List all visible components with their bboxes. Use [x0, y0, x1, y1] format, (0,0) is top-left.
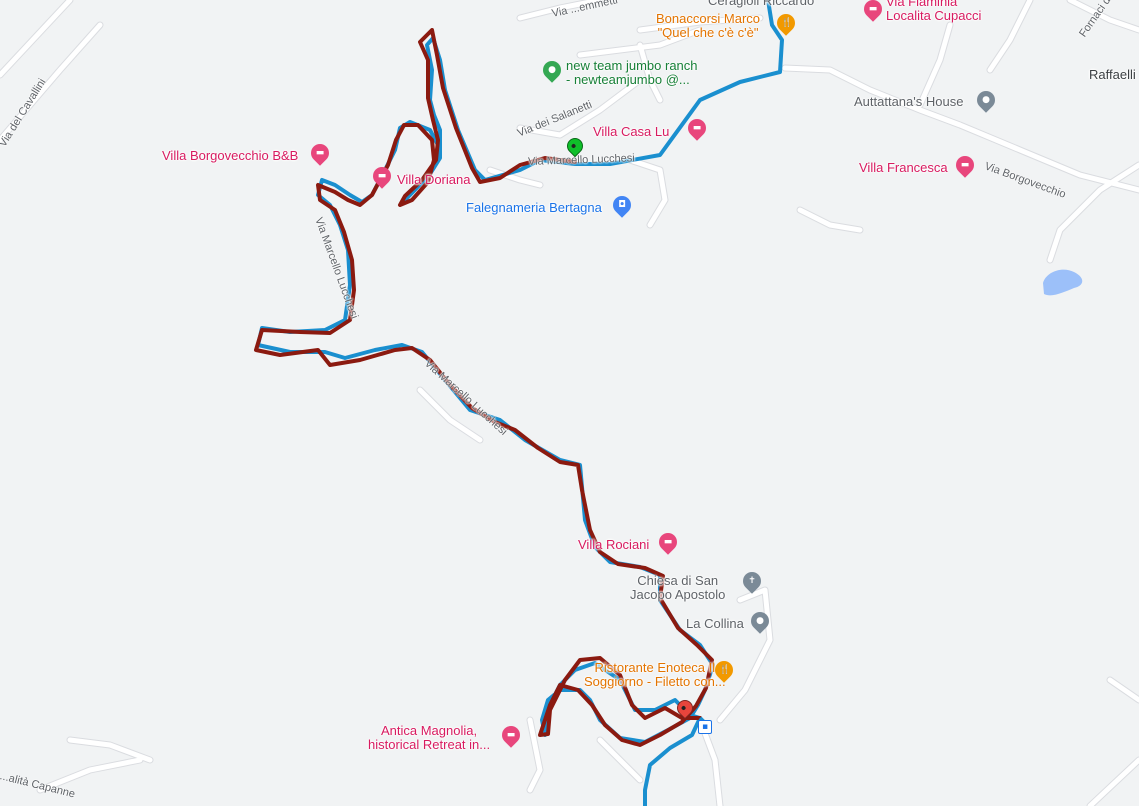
poi-label-bonaccorsi[interactable]: Bonaccorsi Marco "Quel che c'è c'è" — [656, 12, 760, 40]
poi-label-auttattana[interactable]: Auttattana's House — [854, 94, 964, 109]
poi-label-raffaelli[interactable]: Raffaelli — [1089, 67, 1136, 82]
bus-stop-icon[interactable]: ▪ — [698, 720, 712, 734]
poi-label-line: new team jumbo ranch — [566, 58, 698, 73]
poi-label-line: Chiesa di San — [637, 573, 719, 588]
poi-label-ceragioli[interactable]: Ceragioli Riccardo — [708, 0, 815, 8]
poi-label-line: Via Flaminia — [886, 0, 958, 9]
poi-label-line: Ristorante Enoteca Il — [594, 660, 716, 675]
poi-label-line: Jacopo Apostolo — [630, 587, 726, 602]
poi-label-borgovecchio-bb[interactable]: Villa Borgovecchio B&B — [162, 148, 299, 163]
poi-label-line: - newteamjumbo @... — [566, 72, 690, 87]
poi-label-magnolia[interactable]: Antica Magnolia, historical Retreat in..… — [368, 724, 490, 752]
poi-label-line: Antica Magnolia, — [380, 723, 478, 738]
poi-label-doriana[interactable]: Villa Doriana — [397, 172, 471, 187]
poi-label-chiesa[interactable]: Chiesa di San Jacopo Apostolo — [630, 574, 725, 602]
poi-label-line: Soggiorno - Filetto con... — [584, 674, 726, 689]
poi-label-flaminia[interactable]: Via Flaminia Localita Cupacci — [886, 0, 981, 23]
lake-water — [1043, 269, 1083, 296]
poi-label-enoteca[interactable]: Ristorante Enoteca Il Soggiorno - Filett… — [584, 661, 726, 689]
poi-label-bertagna[interactable]: Falegnameria Bertagna — [466, 200, 602, 215]
poi-label-rociani[interactable]: Villa Rociani — [578, 537, 650, 552]
poi-label-line: historical Retreat in... — [368, 737, 491, 752]
poi-label-jumbo[interactable]: new team jumbo ranch - newteamjumbo @... — [566, 59, 698, 87]
poi-label-casa-lu[interactable]: Villa Casa Lu — [593, 124, 670, 139]
poi-label-line: Bonaccorsi Marco — [656, 11, 761, 26]
poi-label-line: Localita Cupacci — [886, 8, 982, 23]
poi-label-line: "Quel che c'è c'è" — [657, 25, 759, 40]
recorded-track — [254, 28, 714, 747]
poi-label-collina[interactable]: La Collina — [686, 616, 744, 631]
poi-label-francesca[interactable]: Villa Francesca — [859, 160, 948, 175]
